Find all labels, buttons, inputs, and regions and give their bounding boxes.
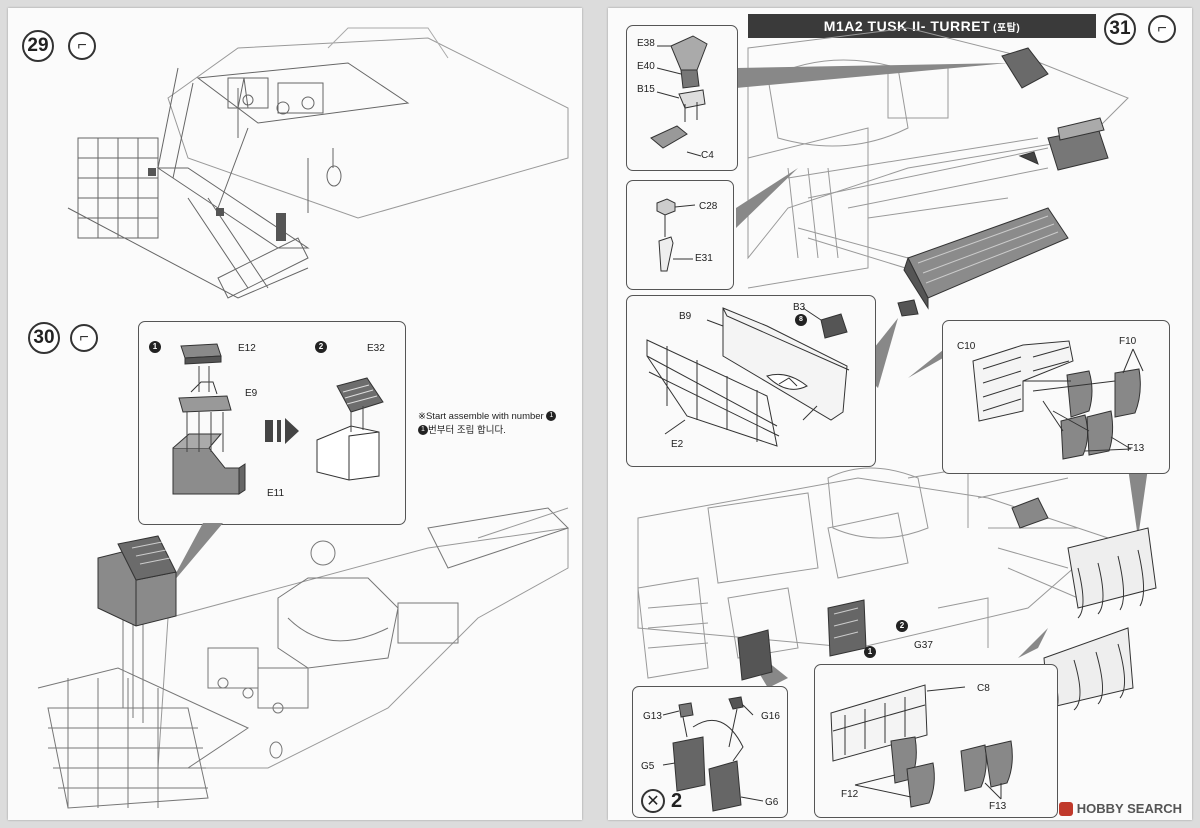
step-29-drawing xyxy=(67,27,569,299)
glue-bottle-icon: ⌐ xyxy=(1148,15,1176,43)
step-30-subassembly-drawing xyxy=(172,343,384,495)
box-b9-drawing xyxy=(646,307,850,447)
box-c8-assembly: C8 F12 F13 xyxy=(814,664,1058,818)
step-31-title-korean: (포탑) xyxy=(993,22,1021,34)
part-label-C28: C28 xyxy=(699,201,718,212)
sub-step-2-marker: 2 xyxy=(315,341,327,353)
part-label-E2: E2 xyxy=(671,439,684,450)
part-label-G6: G6 xyxy=(765,797,779,808)
part-label-E32: E32 xyxy=(367,343,385,354)
part-label-B15: B15 xyxy=(637,84,655,95)
box-b9-assembly: B9 B3 8 E2 xyxy=(626,295,876,467)
step-30-number: 30 xyxy=(28,322,60,354)
quantity-value: 2 xyxy=(671,789,683,812)
step-30-drawing xyxy=(37,507,569,809)
watermark-text: HOBBY SEARCH xyxy=(1076,801,1182,816)
box-jerrycan-assembly: G13 G16 G5 G6 ✕ 2 xyxy=(632,686,788,818)
quantity-times-two: ✕ 2 xyxy=(641,789,682,813)
g37-marker-2: 2 xyxy=(896,620,908,632)
part-label-F13: F13 xyxy=(1127,443,1145,454)
part-label-E12: E12 xyxy=(238,343,256,354)
step-30-subassembly-box: 1 2 E12 E9 E11 E32 xyxy=(138,321,406,525)
sub-step-1-marker: 1 xyxy=(149,341,161,353)
step-31-title: M1A2 TUSK II- TURRET xyxy=(823,18,991,34)
part-label-G37: G37 xyxy=(914,640,933,651)
left-page: 29 ⌐ xyxy=(8,8,582,820)
hobby-search-watermark: HOBBY SEARCH xyxy=(1058,801,1182,816)
part-label-B9: B9 xyxy=(679,311,692,322)
part-label-C10: C10 xyxy=(957,341,976,352)
box-c10-assembly: C10 F10 F13 xyxy=(942,320,1170,474)
assembly-note-english: ※Start assemble with number 1 xyxy=(418,410,557,424)
glue-bottle-icon: ⌐ xyxy=(70,324,98,352)
part-label-F10: F10 xyxy=(1119,336,1137,347)
box-c28-assembly: C28 E31 xyxy=(626,180,734,290)
glue-bottle-icon: ⌐ xyxy=(68,32,96,60)
part-label-E40: E40 xyxy=(637,61,655,72)
box-c28-drawing xyxy=(656,198,696,272)
box-c10-drawing xyxy=(972,340,1144,460)
right-page: M1A2 TUSK II- TURRET (포탑) 31 ⌐ xyxy=(608,8,1192,820)
part-label-B3: B3 xyxy=(793,302,806,313)
part-label-F12: F12 xyxy=(841,789,859,800)
part-label-G5: G5 xyxy=(641,761,655,772)
part-label-E9: E9 xyxy=(245,388,258,399)
part-label-G13: G13 xyxy=(643,711,662,722)
part-label-E38: E38 xyxy=(637,38,655,49)
b3-quantity-marker: 8 xyxy=(795,314,807,326)
box-jerrycan-drawing xyxy=(662,696,764,812)
box-e38-drawing xyxy=(650,35,708,157)
g37-marker-1: 1 xyxy=(864,646,876,658)
hobby-search-logo-icon xyxy=(1058,801,1073,816)
part-label-E31: E31 xyxy=(695,253,713,264)
part-label-F13b: F13 xyxy=(989,801,1007,812)
multiply-icon: ✕ xyxy=(641,789,665,813)
part-label-C4: C4 xyxy=(701,150,714,161)
box-e38-assembly: E38 E40 B15 C4 xyxy=(626,25,738,171)
box-c8-drawing xyxy=(830,684,1013,808)
step-31-turret-drawing xyxy=(637,27,1157,717)
step-31-title-bar: M1A2 TUSK II- TURRET (포탑) xyxy=(748,14,1096,38)
step-29-number: 29 xyxy=(22,30,54,62)
part-label-G16: G16 xyxy=(761,711,780,722)
part-label-C8: C8 xyxy=(977,683,990,694)
part-label-E11: E11 xyxy=(267,488,285,499)
step-31-number: 31 xyxy=(1104,13,1136,45)
